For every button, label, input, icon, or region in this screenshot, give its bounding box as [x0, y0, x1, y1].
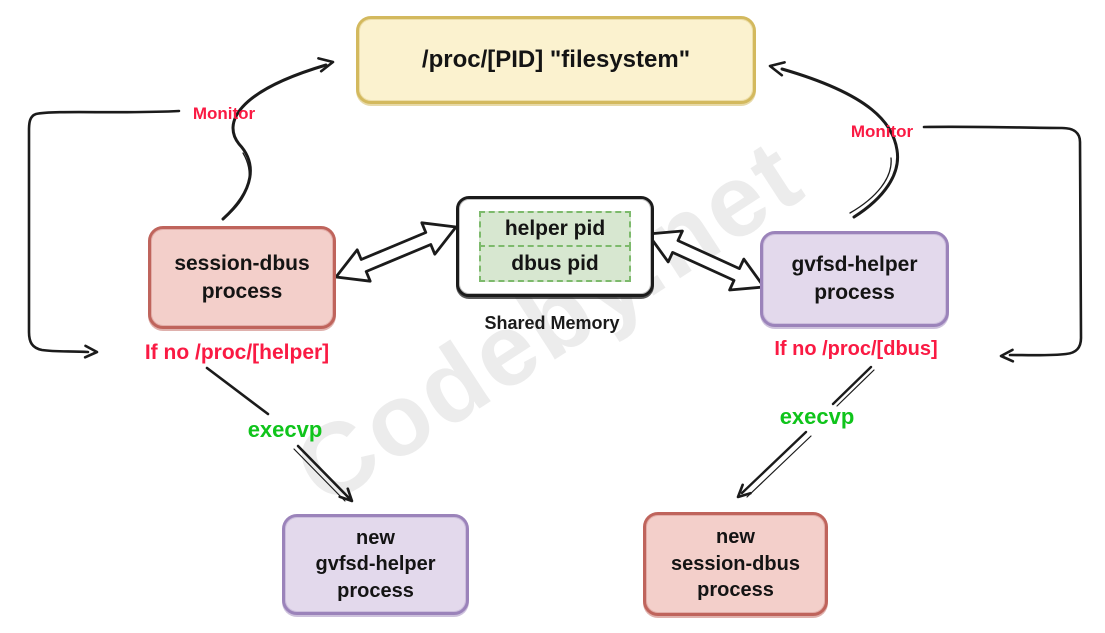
shared-memory-slot-helper-pid: helper pid — [479, 210, 631, 248]
label-monitor-left: Monitor — [192, 104, 256, 123]
node-session-dbus-line1: session-dbus — [174, 251, 310, 275]
node-session-dbus-line2: process — [201, 279, 283, 303]
execvp-arrow-right-lower-sketch — [746, 435, 812, 498]
monitor-arrow-right — [780, 67, 900, 219]
bracket-arrow-left-head — [83, 344, 99, 359]
bracket-arrow-right — [922, 125, 1083, 357]
node-new-gvfsd-line2: gvfsd-helper — [315, 553, 436, 576]
execvp-arrow-right-head — [736, 483, 752, 499]
node-shared-memory: helper pid dbus pid — [456, 196, 654, 297]
execvp-arrow-left-upper — [205, 366, 270, 416]
node-new-gvfsd-helper-process: new gvfsd-helper process — [282, 514, 469, 615]
node-session-dbus-process: session-dbus process — [148, 226, 336, 329]
node-new-session-line3: process — [697, 579, 774, 602]
execvp-arrow-left-lower — [296, 444, 351, 500]
node-new-gvfsd-line3: process — [337, 579, 414, 602]
node-new-session-line2: session-dbus — [671, 552, 800, 575]
node-proc-filesystem-label: /proc/[PID] "filesystem" — [421, 46, 691, 74]
node-new-gvfsd-line1: new — [356, 526, 395, 549]
monitor-arrow-right-head — [768, 61, 786, 77]
execvp-arrow-left-head — [338, 487, 354, 503]
node-gvfsd-helper-line1: gvfsd-helper — [791, 253, 918, 277]
execvp-arrow-left-lower-sketch — [293, 448, 346, 502]
shared-memory-caption: Shared Memory — [484, 313, 620, 333]
bracket-arrow-right-head — [999, 348, 1015, 363]
label-execvp-right: execvp — [779, 404, 855, 429]
label-monitor-right: Monitor — [850, 122, 914, 141]
execvp-arrow-right-lower — [740, 430, 808, 495]
node-new-session-dbus-process: new session-dbus process — [643, 512, 828, 616]
bracket-arrow-left — [27, 109, 181, 354]
shared-memory-arrow-right — [646, 229, 766, 292]
execvp-arrow-right-upper-sketch — [836, 369, 875, 407]
shared-memory-slot-dbus-pid: dbus pid — [479, 245, 631, 283]
label-if-no-proc-dbus: If no /proc/[dbus] — [774, 338, 938, 360]
shared-memory-arrow-left — [334, 221, 458, 283]
execvp-arrow-right-upper — [831, 365, 873, 406]
monitor-arrow-left-sketch — [227, 152, 250, 216]
label-if-no-proc-helper: If no /proc/[helper] — [144, 341, 330, 364]
monitor-arrow-right-sketch — [849, 157, 892, 214]
monitor-arrow-left-head — [317, 57, 335, 73]
monitor-arrow-left — [221, 63, 328, 221]
node-gvfsd-helper-line2: process — [814, 281, 895, 304]
node-proc-filesystem: /proc/[PID] "filesystem" — [356, 16, 756, 104]
label-execvp-left: execvp — [247, 417, 323, 442]
node-gvfsd-helper-process: gvfsd-helper process — [760, 231, 949, 327]
node-new-session-line1: new — [716, 526, 755, 549]
